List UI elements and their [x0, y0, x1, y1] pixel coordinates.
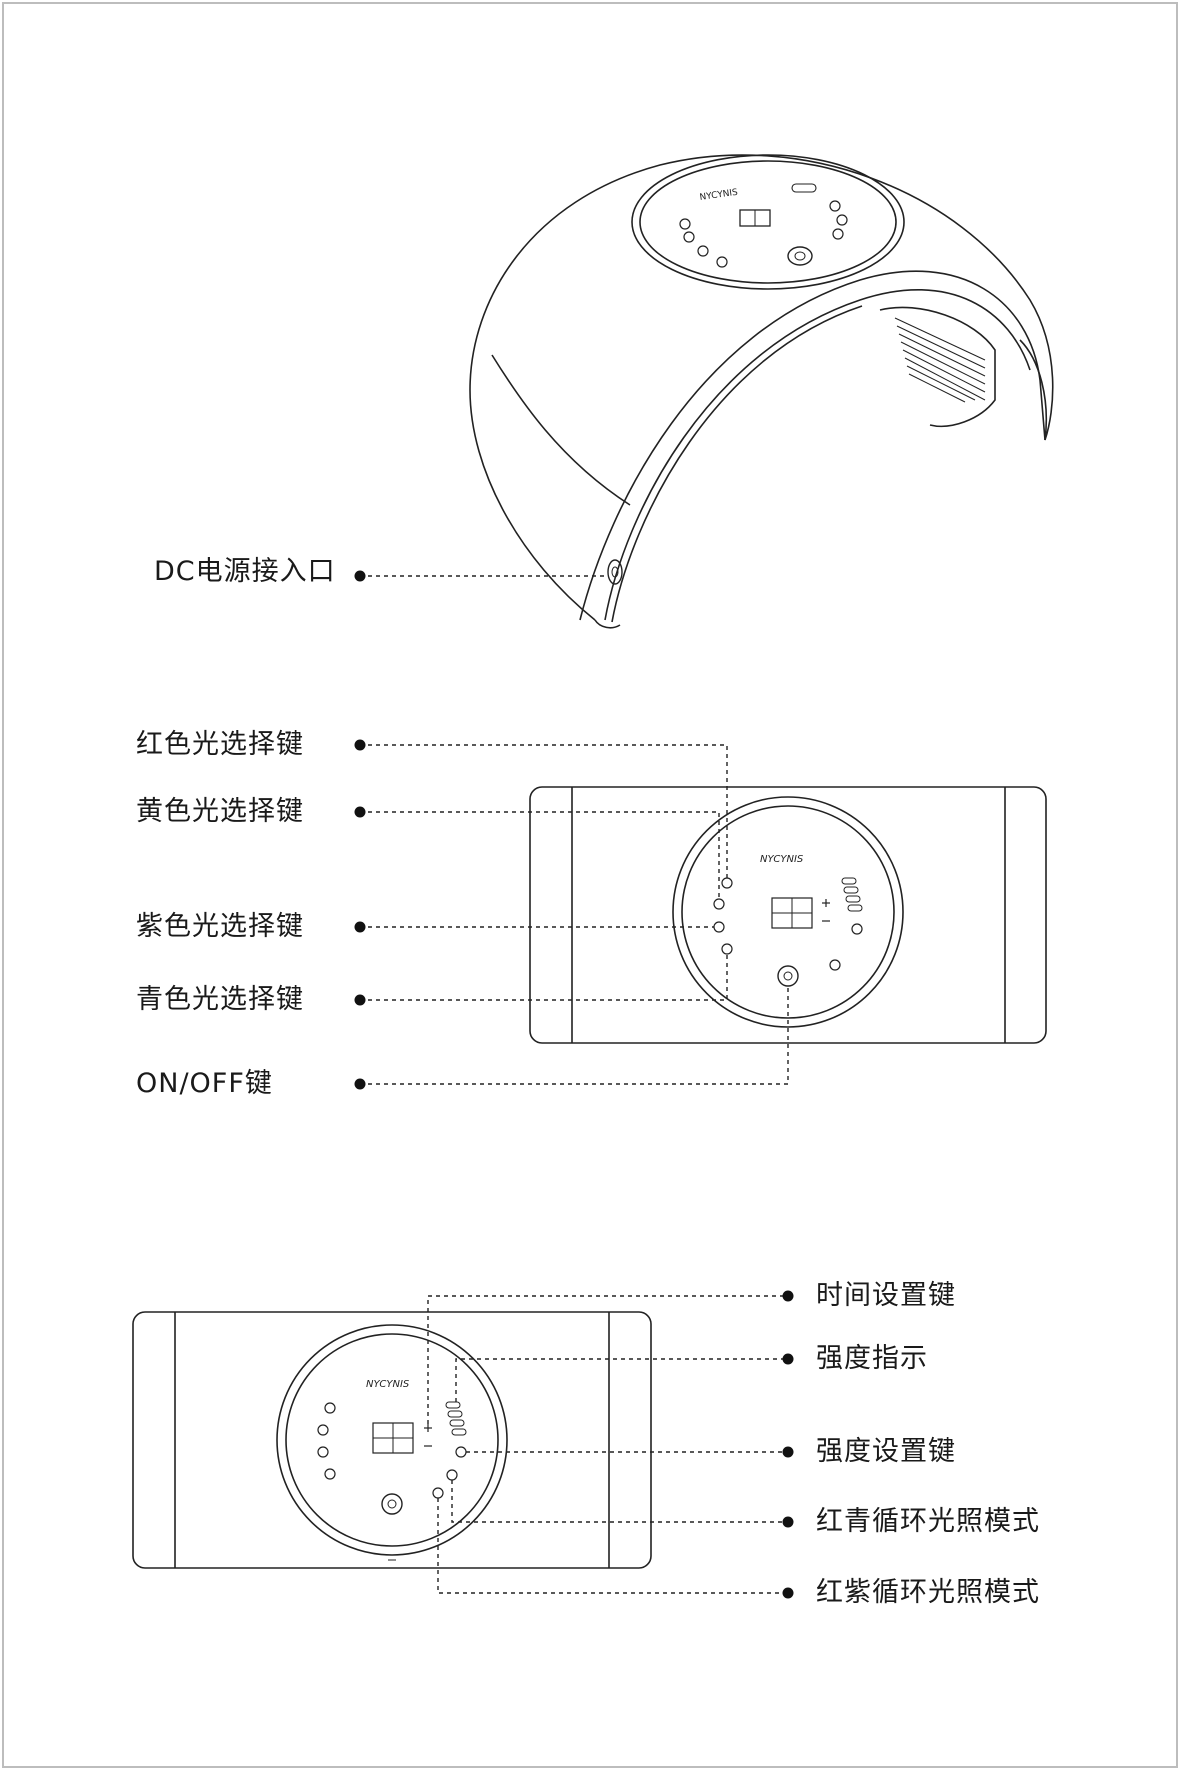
label-on-off-button: ON/OFF键	[136, 1068, 273, 1099]
time-set-dot	[782, 1290, 794, 1302]
device-front-view-1: NYCYNIS	[529, 786, 1047, 1044]
svg-text:NYCYNIS: NYCYNIS	[760, 854, 804, 865]
dc-power-dot	[354, 570, 366, 582]
red-purple-dot	[782, 1587, 794, 1599]
cyan-light-dot	[354, 994, 366, 1006]
intensity-indicator-dot	[782, 1353, 794, 1365]
label-dc-power: DC电源接入口	[154, 556, 336, 587]
purple-light-dot	[354, 921, 366, 933]
red-light-dot	[354, 739, 366, 751]
label-red-purple-cycle: 红紫循环光照模式	[816, 1577, 1040, 1608]
label-red-light-button: 红色光选择键	[136, 729, 304, 760]
red-cyan-dot	[782, 1516, 794, 1528]
on-off-dot	[354, 1078, 366, 1090]
yellow-light-dot	[354, 806, 366, 818]
label-time-set-button: 时间设置键	[816, 1280, 956, 1311]
svg-text:NYCYNIS: NYCYNIS	[366, 1379, 410, 1390]
intensity-set-dot	[782, 1446, 794, 1458]
label-cyan-light-button: 青色光选择键	[136, 984, 304, 1015]
label-purple-light-button: 紫色光选择键	[136, 911, 304, 942]
device-perspective-view: NYCYNIS	[469, 154, 1054, 629]
label-yellow-light-button: 黄色光选择键	[136, 796, 304, 827]
label-intensity-indicator: 强度指示	[816, 1343, 928, 1374]
label-red-cyan-cycle: 红青循环光照模式	[816, 1506, 1040, 1537]
svg-text:NYCYNIS: NYCYNIS	[699, 188, 739, 203]
device-front-view-2: NYCYNIS	[132, 1311, 652, 1569]
label-intensity-set-button: 强度设置键	[816, 1436, 956, 1467]
